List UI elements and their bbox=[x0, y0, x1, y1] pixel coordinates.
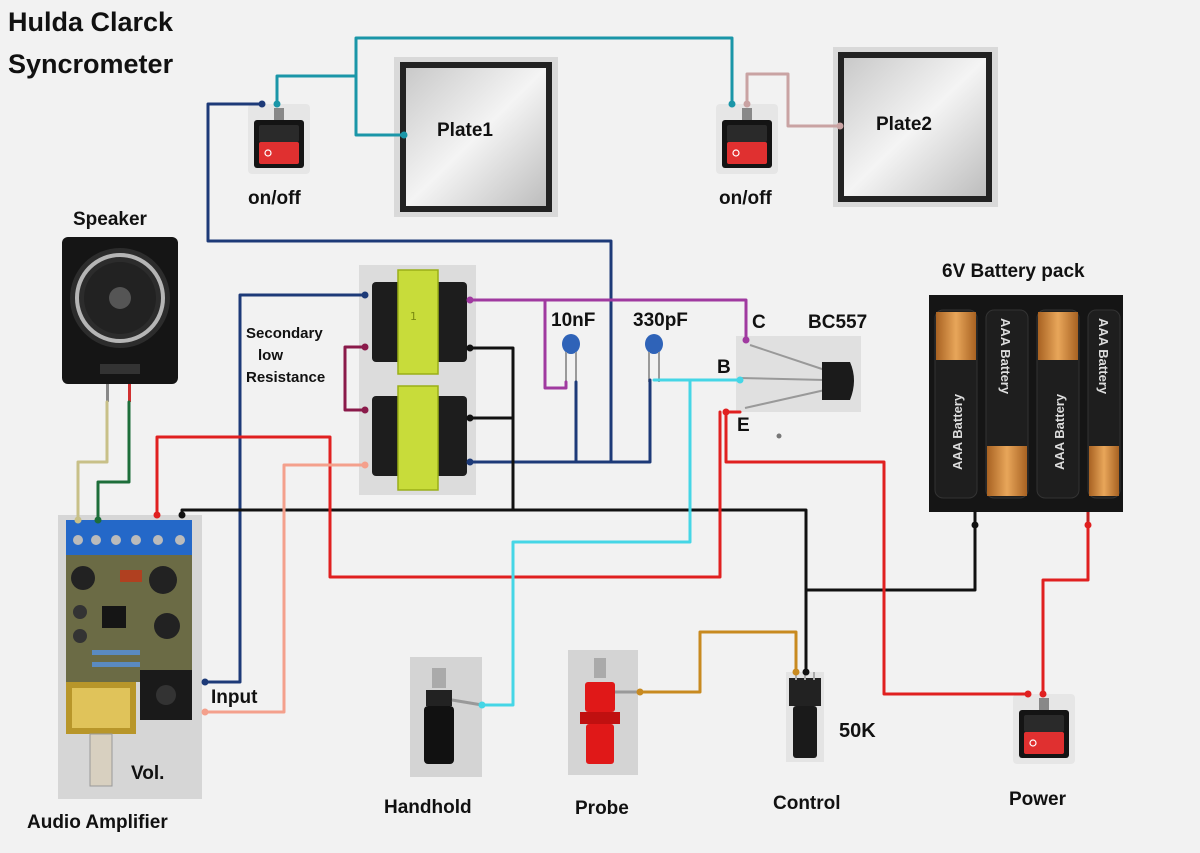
wire-purple-10nf bbox=[531, 298, 568, 390]
plate1 bbox=[394, 57, 558, 217]
battery-cell-label: AAA Battery bbox=[950, 393, 965, 470]
capacitor-10nf bbox=[562, 334, 580, 382]
battery-pack: AAA Battery AAA Battery AAA Battery AAA … bbox=[929, 295, 1123, 525]
on-off-switch-left[interactable] bbox=[247, 103, 311, 175]
battery-cell-label: AAA Battery bbox=[1052, 393, 1067, 470]
power-switch[interactable] bbox=[1012, 693, 1076, 765]
switch-right-label: on/off bbox=[719, 188, 772, 209]
wire-black-amp bbox=[180, 508, 515, 517]
junction-dots bbox=[74, 100, 1092, 716]
wire-salmon bbox=[203, 463, 367, 714]
wire-pink bbox=[745, 72, 842, 128]
wire-teal-plate1 bbox=[354, 74, 406, 137]
speaker-label: Speaker bbox=[73, 209, 147, 230]
on-off-switch-right[interactable] bbox=[715, 103, 779, 175]
wire-black-2 bbox=[511, 416, 808, 674]
audio-amplifier-board bbox=[58, 515, 202, 799]
battery-cell-label: AAA Battery bbox=[998, 318, 1013, 395]
wire-red-battery bbox=[1041, 523, 1090, 696]
pot-value-label: 50K bbox=[839, 720, 876, 742]
control-label: Control bbox=[773, 793, 841, 814]
battery-cell-label: AAA Battery bbox=[1096, 318, 1111, 395]
switch-left-label: on/off bbox=[248, 188, 301, 209]
transistor-bc557 bbox=[736, 336, 861, 439]
transformer-bottom bbox=[359, 380, 476, 495]
wire-cyan-down bbox=[480, 378, 692, 707]
plate2-label: Plate2 bbox=[876, 114, 932, 135]
pin-c-label: C bbox=[752, 312, 766, 333]
power-label: Power bbox=[1009, 789, 1067, 810]
transistor-label: BC557 bbox=[808, 312, 868, 333]
wire-purple-loop bbox=[343, 345, 367, 412]
plate2 bbox=[833, 47, 998, 207]
input-label: Input bbox=[211, 687, 258, 708]
wire-navy-bus bbox=[468, 378, 652, 464]
volume-label: Vol. bbox=[131, 763, 165, 784]
probe-jack bbox=[568, 650, 640, 775]
plate1-label: Plate1 bbox=[437, 120, 493, 141]
secondary-label-line2: low bbox=[258, 347, 283, 364]
wire-black-battery bbox=[804, 510, 977, 592]
control-potentiometer[interactable] bbox=[786, 672, 824, 762]
secondary-label-line1: Secondary bbox=[246, 325, 323, 342]
probe-label: Probe bbox=[575, 798, 629, 819]
wire-khaki bbox=[76, 400, 109, 522]
title-line2: Syncrometer bbox=[8, 49, 174, 79]
handhold-jack bbox=[410, 657, 483, 777]
title-line1: Hulda Clarck bbox=[8, 7, 174, 37]
transformer-top: 1 bbox=[359, 265, 476, 380]
wire-red-amp bbox=[155, 410, 722, 579]
handhold-label: Handhold bbox=[384, 797, 472, 818]
battery-pack-label: 6V Battery pack bbox=[942, 261, 1085, 282]
secondary-label-line3: Resistance bbox=[246, 369, 326, 386]
wire-orange bbox=[638, 630, 798, 694]
svg-text:1: 1 bbox=[410, 310, 417, 323]
pin-e-label: E bbox=[737, 415, 750, 436]
wire-black-1 bbox=[468, 346, 515, 420]
wire-navy-input bbox=[203, 293, 367, 684]
wire-teal bbox=[275, 36, 734, 106]
capacitor-10nf-label: 10nF bbox=[551, 310, 596, 331]
speaker bbox=[62, 237, 178, 402]
wire-green bbox=[96, 400, 131, 522]
wire-purple bbox=[468, 298, 748, 342]
capacitor-330pf-label: 330pF bbox=[633, 310, 688, 331]
pin-b-label: B bbox=[717, 357, 731, 378]
wire-navy-switch bbox=[206, 102, 613, 464]
audio-amplifier-label: Audio Amplifier bbox=[27, 812, 168, 833]
capacitor-330pf bbox=[645, 334, 663, 382]
